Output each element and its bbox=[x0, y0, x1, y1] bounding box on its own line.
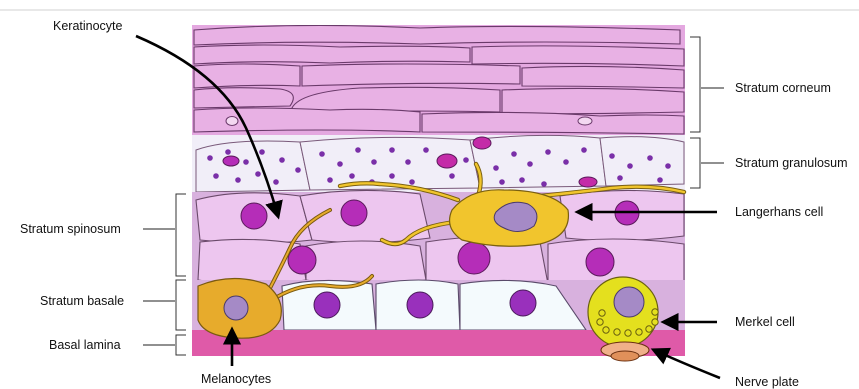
label-nerve-plate: Nerve plate bbox=[735, 375, 799, 389]
bracket-basal-lamina bbox=[176, 335, 186, 355]
label-melanocytes: Melanocytes bbox=[201, 372, 271, 386]
stratum-corneum-layer bbox=[192, 25, 685, 137]
label-stratum-granulosum: Stratum granulosum bbox=[735, 156, 848, 170]
label-langerhans-cell: Langerhans cell bbox=[735, 205, 823, 219]
corneum-nucleus-remnant bbox=[226, 117, 238, 126]
merkel-nucleus bbox=[614, 287, 644, 317]
bracket-stratum-spinosum bbox=[176, 194, 186, 276]
stratum-granulosum-layer bbox=[192, 135, 685, 193]
basale-nucleus bbox=[510, 290, 536, 316]
label-stratum-corneum: Stratum corneum bbox=[735, 81, 831, 95]
melanocyte-nucleus bbox=[224, 296, 248, 320]
label-basal-lamina: Basal lamina bbox=[49, 338, 121, 352]
merkel-cell bbox=[588, 277, 658, 347]
spinosum-nucleus bbox=[586, 248, 614, 276]
spinosum-nucleus bbox=[241, 203, 267, 229]
label-merkel-cell: Merkel cell bbox=[735, 315, 795, 329]
spinosum-nucleus bbox=[288, 246, 316, 274]
spinosum-nucleus bbox=[458, 242, 490, 274]
arrow-nerve-plate bbox=[654, 350, 720, 378]
bracket-stratum-corneum bbox=[690, 37, 700, 132]
basale-nucleus bbox=[407, 292, 433, 318]
corneum-nucleus-remnant bbox=[578, 117, 592, 125]
spinosum-nucleus bbox=[341, 200, 367, 226]
stratum-spinosum-layer bbox=[192, 190, 685, 287]
granulosum-nucleus bbox=[473, 137, 491, 149]
granulosum-nucleus bbox=[437, 154, 457, 168]
granulosum-nucleus bbox=[223, 156, 239, 166]
basale-nucleus bbox=[314, 292, 340, 318]
label-stratum-basale: Stratum basale bbox=[40, 294, 124, 308]
label-stratum-spinosum: Stratum spinosum bbox=[20, 222, 121, 236]
bracket-stratum-granulosum bbox=[690, 138, 700, 188]
nerve-plate bbox=[601, 342, 649, 361]
granulosum-nucleus bbox=[579, 177, 597, 187]
label-keratinocyte: Keratinocyte bbox=[53, 19, 123, 33]
bracket-stratum-basale bbox=[176, 280, 186, 330]
